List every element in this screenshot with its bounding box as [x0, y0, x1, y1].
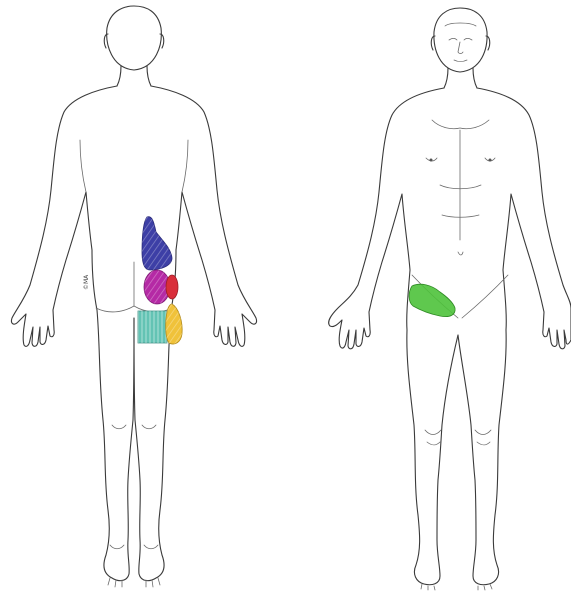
- posterior-view: [11, 6, 256, 587]
- posterior-pain-regions: [138, 217, 182, 344]
- head-outline: [434, 8, 487, 72]
- pain-region-sacroiliac: [166, 275, 178, 299]
- anterior-view: [329, 8, 571, 590]
- body-outline-left: [329, 88, 458, 585]
- anterior-pain-regions: [409, 284, 455, 316]
- pain-region-groin: [409, 284, 455, 316]
- copyright-stamp: ©MA: [83, 275, 90, 290]
- head-outline: [107, 6, 162, 70]
- body-outline-right: [458, 88, 571, 585]
- body-outline-left: [11, 86, 134, 581]
